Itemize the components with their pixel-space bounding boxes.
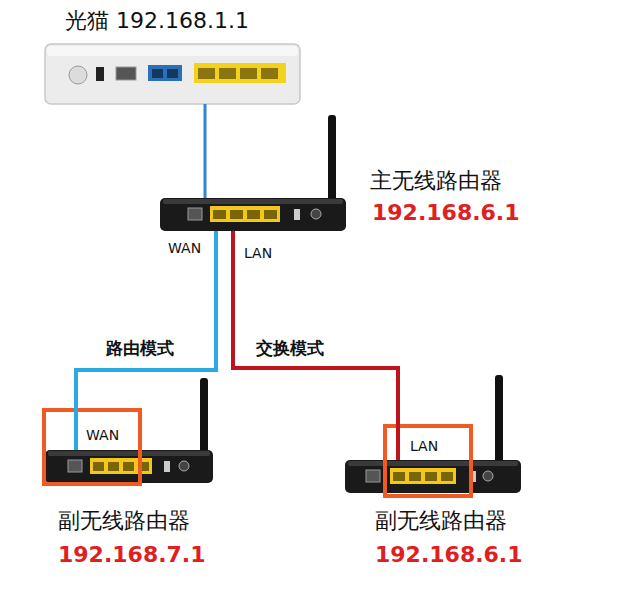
port-label: LAN [410,438,438,455]
main-router-device [160,115,346,231]
device-name: 光猫 192.168.1.1 [65,8,249,34]
ip-address: 192.168.6.1 [375,542,523,568]
highlight-frame [44,410,140,484]
ip-address: 192.168.6.1 [372,200,520,226]
mode-label: 交换模式 [254,338,326,358]
device-node: 光猫 192.168.1.1 [45,44,300,104]
secondary-router-device [345,375,521,496]
network-cable [233,231,398,460]
port-label: LAN [244,245,272,262]
device-name: 副无线路由器 [375,508,507,534]
mode-label: 路由模式 [104,338,176,358]
device-node: 主无线路由器192.168.6.1 [160,198,346,231]
port-label: WAN [168,240,201,257]
port-label: WAN [86,427,119,444]
network-cable [204,104,207,198]
ip-address: 192.168.7.1 [58,542,206,568]
device-node: 副无线路由器192.168.7.1 [45,450,213,483]
device-name: 副无线路由器 [58,508,190,534]
device-node: 副无线路由器192.168.6.1 [345,460,521,493]
secondary-router-device [44,378,213,484]
modem-device [45,44,300,104]
device-name: 主无线路由器 [370,168,502,194]
network-cable [76,231,216,450]
